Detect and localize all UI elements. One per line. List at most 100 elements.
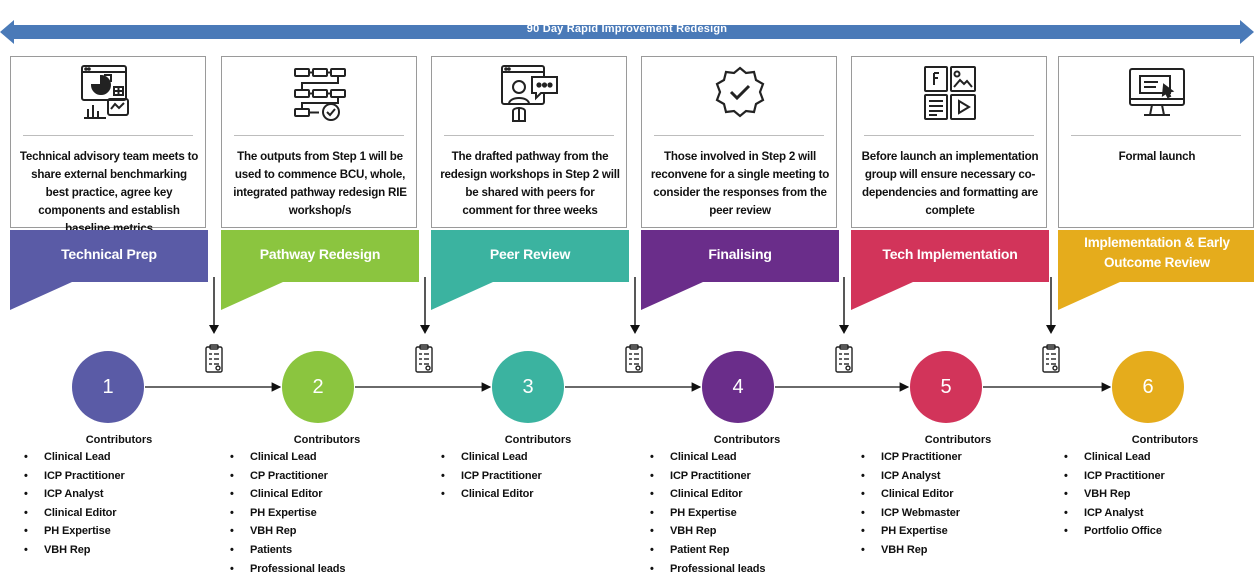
list-item: Clinical Lead	[20, 448, 190, 467]
stage-label: Finalising	[708, 246, 772, 262]
down-arrow-icon	[839, 277, 849, 334]
card-divider	[234, 135, 404, 136]
stage-card: The outputs from Step 1 will be used to …	[221, 56, 417, 228]
down-arrow-icon	[420, 277, 430, 334]
stage-description: Technical advisory team meets to share e…	[19, 150, 199, 235]
contributors-block-2: Contributors Clinical Lead CP Practition…	[226, 434, 396, 578]
workflow-diagram-icon	[294, 68, 346, 121]
stage-card: Those involved in Step 2 will reconvene …	[641, 56, 837, 228]
stage-card: Technical advisory team meets to share e…	[10, 56, 206, 235]
list-item: VBH Rep	[226, 522, 396, 541]
list-item: Clinical Editor	[646, 485, 816, 504]
contributors-title: Contributors	[504, 434, 572, 446]
stage-tag-shape	[641, 230, 839, 310]
contributors-title: Contributors	[713, 434, 781, 446]
contributors-title: Contributors	[1131, 434, 1199, 446]
list-item: Clinical Lead	[646, 448, 816, 467]
stage-tag-shape	[10, 230, 208, 310]
list-item: VBH Rep	[20, 541, 190, 560]
contributors-list: Clinical Lead ICP Practitioner Clinical …	[437, 448, 607, 504]
stage-description: The drafted pathway from the redesign wo…	[440, 150, 620, 217]
clipboard-checklist-icon	[1042, 344, 1060, 373]
step-circle-4: 4	[702, 351, 774, 423]
clipboard-checklist-icon	[415, 344, 433, 373]
contributors-list: ICP Practitioner ICP Analyst Clinical Ed…	[857, 448, 1027, 560]
list-item: Clinical Editor	[437, 485, 607, 504]
contributors-list: Clinical Lead ICP Practitioner VBH Rep I…	[1060, 448, 1230, 541]
stage-label: Technical Prep	[61, 246, 157, 262]
desktop-monitor-icon	[1129, 68, 1185, 116]
down-arrow-icon	[630, 277, 640, 334]
list-item: Patients	[226, 541, 396, 560]
contributors-title: Contributors	[85, 434, 153, 446]
stage-tag-shape	[221, 230, 419, 310]
list-item: VBH Rep	[1060, 485, 1230, 504]
stage-label: Peer Review	[489, 246, 571, 262]
contributors-list: Clinical Lead ICP Practitioner Clinical …	[646, 448, 816, 578]
stage-card: Before launch an implementation group wi…	[851, 56, 1047, 228]
card-divider	[1071, 135, 1241, 136]
stage-tag-shape	[1058, 230, 1254, 310]
list-item: Portfolio Office	[1060, 522, 1230, 541]
down-arrow-icon	[209, 277, 219, 334]
contributors-block-3: Contributors Clinical Lead ICP Practitio…	[437, 434, 607, 504]
list-item: ICP Analyst	[857, 467, 1027, 486]
stage-description: Those involved in Step 2 will reconvene …	[650, 150, 830, 217]
list-item: ICP Webmaster	[857, 504, 1027, 523]
contributors-title: Contributors	[924, 434, 992, 446]
step-circle-6: 6	[1112, 351, 1184, 423]
down-arrow-icon	[1046, 277, 1056, 334]
list-item: Clinical Lead	[437, 448, 607, 467]
flow-connector-line	[145, 382, 1112, 392]
list-item: Professional leads	[226, 560, 396, 578]
contributors-block-4: Contributors Clinical Lead ICP Practitio…	[646, 434, 816, 578]
list-item: PH Expertise	[20, 522, 190, 541]
list-item: Clinical Editor	[20, 504, 190, 523]
list-item: PH Expertise	[226, 504, 396, 523]
stage-description: Before launch an implementation group wi…	[861, 150, 1039, 217]
timeline-banner-arrow	[0, 20, 1254, 44]
contributors-list: Clinical Lead ICP Practitioner ICP Analy…	[20, 448, 190, 560]
stage-card: The drafted pathway from the redesign wo…	[431, 56, 627, 228]
card-divider	[654, 135, 824, 136]
banner-title: 90 Day Rapid Improvement Redesign	[526, 23, 728, 35]
step-circle-5: 5	[910, 351, 982, 423]
stage-label: Tech Implementation	[882, 246, 1018, 262]
list-item: ICP Practitioner	[1060, 467, 1230, 486]
list-item: Clinical Lead	[226, 448, 396, 467]
contributors-title: Contributors	[293, 434, 361, 446]
card-divider	[864, 135, 1034, 136]
stage-tag-shape	[431, 230, 629, 310]
step-circle-2: 2	[282, 351, 354, 423]
stage-tag-shape	[851, 230, 1049, 310]
contributors-block-5: Contributors ICP Practitioner ICP Analys…	[857, 434, 1027, 560]
list-item: ICP Analyst	[20, 485, 190, 504]
list-item: Patient Rep	[646, 541, 816, 560]
list-item: ICP Practitioner	[857, 448, 1027, 467]
stage-card: Formal launch	[1058, 56, 1254, 228]
card-divider	[444, 135, 614, 136]
stage-description: Formal launch	[1118, 150, 1196, 163]
stage-description: The outputs from Step 1 will be used to …	[233, 150, 407, 217]
online-chat-user-icon	[501, 65, 558, 122]
analytics-dashboard-icon	[81, 65, 129, 119]
stage-label: Implementation & Early Outcome Review	[1084, 235, 1230, 270]
list-item: Professional leads	[646, 560, 816, 578]
list-item: ICP Practitioner	[646, 467, 816, 486]
clipboard-checklist-icon	[625, 344, 643, 373]
contributors-block-6: Contributors Clinical Lead ICP Practitio…	[1060, 434, 1230, 541]
step-circle-3: 3	[492, 351, 564, 423]
list-item: Clinical Lead	[1060, 448, 1230, 467]
content-layout-icon	[924, 66, 976, 120]
stage-label: Pathway Redesign	[259, 246, 381, 262]
verified-badge-icon	[715, 66, 765, 118]
list-item: VBH Rep	[857, 541, 1027, 560]
contributors-block-1: Contributors Clinical Lead ICP Practitio…	[20, 434, 190, 560]
list-item: Clinical Editor	[226, 485, 396, 504]
list-item: ICP Analyst	[1060, 504, 1230, 523]
clipboard-checklist-icon	[205, 344, 223, 373]
list-item: PH Expertise	[646, 504, 816, 523]
list-item: CP Practitioner	[226, 467, 396, 486]
list-item: Clinical Editor	[857, 485, 1027, 504]
list-item: PH Expertise	[857, 522, 1027, 541]
